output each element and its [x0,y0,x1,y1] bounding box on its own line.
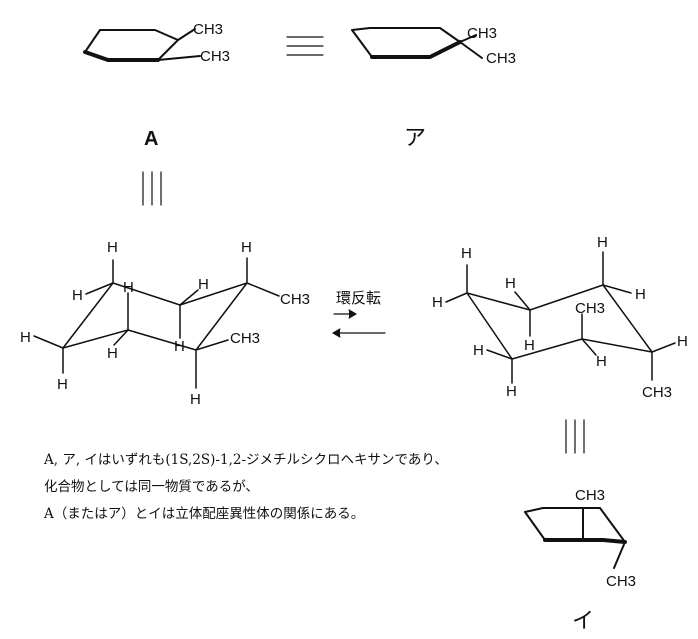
left-chair-h: H [57,376,68,393]
equivalence-sign-vertical-left [142,171,162,206]
i-kana-methyl-label-2: CH3 [606,573,636,590]
equivalence-sign-vertical-right [565,419,585,454]
right-chair-h: H [596,353,607,370]
explanation-text: A, ア, イはいずれも(1S,2S)-1,2-ジメチルシクロヘキサンであり、 … [44,447,448,528]
left-chair-h: H [20,329,31,346]
right-chair-methyl-label-2: CH3 [642,384,672,401]
a-kana-methyl-label-2: CH3 [486,50,516,67]
right-chair-h: H [597,234,608,251]
ring-flip-label: 環反転 [336,289,381,307]
equivalence-sign-horizontal [286,36,324,56]
molecule-a-kana-structure [351,27,483,59]
left-chair-h: H [190,391,201,408]
explanation-line-2: 化合物としては同一物質であるが、 [44,479,259,495]
explanation-line-3: A（またはア）とイは立体配座異性体の関係にある。 [44,506,365,522]
left-chair-h: H [123,279,134,296]
molecule-i-kana-structure [524,507,627,569]
label-a-kana: ア [404,126,426,151]
left-chair-h: H [198,276,209,293]
right-chair-h: H [432,294,443,311]
a-kana-methyl-label-1: CH3 [467,25,497,42]
right-chair-h: H [635,286,646,303]
right-chair-h: H [461,245,472,262]
right-chair-h: H [677,333,688,350]
right-chair-methyl-label-1: CH3 [575,300,605,317]
left-chair-h: H [107,345,118,362]
left-chair-h: H [174,338,185,355]
left-chair-methyl-label-2: CH3 [230,330,260,347]
right-chair-h: H [473,342,484,359]
right-chair-h: H [505,275,516,292]
a-methyl-label-1: CH3 [193,21,223,38]
left-chair-h: H [241,239,252,256]
ring-flip-arrows [332,309,386,338]
molecule-a-structure [83,28,201,62]
right-chair-h: H [506,383,517,400]
explanation-line-1: A, ア, イはいずれも(1S,2S)-1,2-ジメチルシクロヘキサンであり、 [44,452,448,468]
a-methyl-label-2: CH3 [200,48,230,65]
right-chair-h: H [524,337,535,354]
i-kana-methyl-label-1: CH3 [575,487,605,504]
left-chair-h: H [107,239,118,256]
label-i-kana: イ [572,609,594,634]
left-chair-h: H [72,287,83,304]
right-chair-structure [445,251,676,384]
label-a: A [144,128,158,150]
left-chair-methyl-label-1: CH3 [280,291,310,308]
left-chair-structure [33,257,280,389]
